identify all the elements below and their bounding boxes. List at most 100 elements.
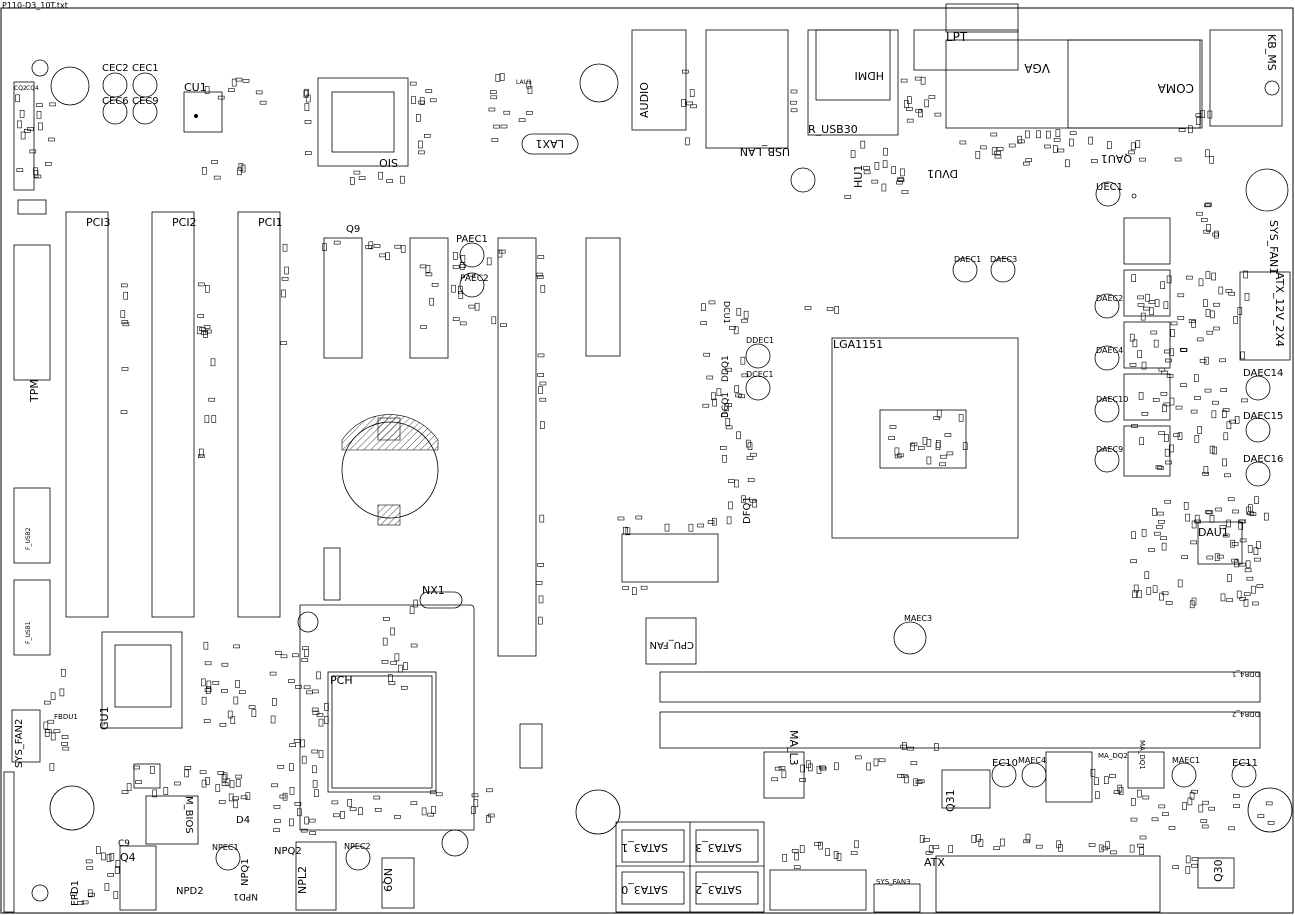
smd-part	[333, 240, 341, 245]
smd-part	[1220, 388, 1227, 392]
smd-part	[1190, 409, 1198, 414]
smd-part	[231, 78, 237, 87]
smd-part	[201, 678, 206, 687]
smd-part	[121, 283, 128, 288]
smd-part	[289, 743, 297, 748]
smd-part	[703, 352, 711, 357]
sysfan2-header	[11, 709, 41, 763]
smd-part	[883, 147, 888, 156]
smd-part	[213, 175, 221, 180]
smd-part	[1229, 419, 1236, 424]
smd-part	[686, 101, 694, 106]
smd-part	[49, 763, 55, 771]
smd-part	[1160, 536, 1167, 541]
sio-label: SIO	[379, 156, 398, 169]
ddr4-1-label: DDR4_1	[1232, 670, 1260, 678]
smd-part	[459, 264, 466, 269]
smd-part	[221, 688, 228, 693]
smd-part	[712, 398, 717, 407]
smd-part	[1148, 548, 1155, 552]
smd-part	[1109, 774, 1116, 778]
smd-part	[725, 403, 732, 407]
smd-part	[790, 100, 797, 105]
d4-label: D4	[236, 815, 250, 826]
daec9-label: DAEC9	[1096, 445, 1123, 454]
smd-part	[1247, 511, 1254, 516]
smd-part	[1155, 465, 1163, 469]
smd-part	[1163, 402, 1171, 407]
smd-part	[61, 742, 68, 746]
smd-part	[303, 90, 309, 98]
smd-part	[301, 658, 309, 662]
smd-part	[688, 523, 694, 532]
smd-part	[388, 681, 396, 686]
smd-part	[1161, 370, 1168, 375]
smd-part	[896, 453, 904, 458]
vrm-chokes	[1123, 217, 1291, 477]
smd-part	[1172, 865, 1179, 870]
smd-part	[1065, 159, 1070, 168]
smd-part	[750, 452, 757, 457]
smd-part	[1046, 130, 1051, 139]
smd-part	[882, 160, 888, 168]
smd-part	[716, 388, 722, 397]
smd-part	[235, 779, 241, 787]
smd-part	[204, 688, 212, 693]
smd-part	[771, 777, 779, 782]
uec1-label: UEC1	[1096, 182, 1123, 193]
smd-part	[1213, 302, 1220, 307]
smd-part	[1218, 286, 1224, 295]
smd-part	[526, 111, 533, 115]
smd-part	[782, 853, 788, 862]
smd-part	[15, 94, 20, 103]
smd-part	[1212, 400, 1219, 405]
smd-part	[1249, 512, 1257, 517]
hu1-label: HU1	[852, 165, 865, 188]
smd-part	[1227, 574, 1232, 582]
smd-part	[889, 425, 897, 429]
smd-part	[1160, 281, 1165, 290]
smd-part	[1173, 433, 1180, 438]
sata-block	[615, 821, 765, 913]
smd-part	[1226, 519, 1231, 528]
smd-part	[487, 813, 495, 818]
smd-part	[203, 325, 211, 329]
q31-label: Q31	[944, 789, 957, 812]
smd-part	[891, 166, 896, 174]
smd-part	[1135, 140, 1141, 148]
smd-part	[790, 89, 798, 94]
smd-part	[411, 96, 416, 104]
smd-part	[854, 840, 859, 849]
smd-part	[1206, 510, 1214, 515]
smd-part	[1205, 202, 1212, 207]
m-bios-label: M_BIOS	[183, 796, 194, 834]
smd-part	[743, 310, 749, 319]
smd-part	[1195, 113, 1203, 117]
lpt-label: LPT	[946, 30, 968, 44]
smd-part	[419, 264, 427, 269]
smd-part	[1197, 426, 1202, 434]
smd-part	[1025, 833, 1031, 842]
pci2-label: PCI2	[172, 216, 197, 229]
smd-part	[1199, 358, 1207, 363]
smd-part	[934, 743, 939, 751]
smd-part	[36, 111, 42, 119]
smd-part	[1222, 458, 1227, 467]
sata3-3-label: SATA3_3	[695, 841, 742, 854]
smd-part	[308, 818, 316, 823]
q30-label: Q30	[1212, 859, 1225, 882]
smd-part	[235, 680, 240, 688]
smd-part	[316, 713, 324, 717]
smd-part	[50, 732, 56, 741]
smd-part	[50, 692, 56, 700]
usb-lan-label: USB_LAN	[740, 145, 790, 158]
smd-part	[774, 766, 782, 771]
smd-part	[1163, 301, 1169, 310]
smd-part	[935, 439, 941, 448]
daec2-label: DAEC2	[1096, 294, 1123, 303]
smd-part	[806, 760, 811, 769]
tpm-header	[13, 244, 51, 381]
smd-part	[1230, 539, 1235, 548]
file-title: P110-D3_10T.txt	[2, 1, 68, 10]
smd-part	[1131, 274, 1136, 283]
